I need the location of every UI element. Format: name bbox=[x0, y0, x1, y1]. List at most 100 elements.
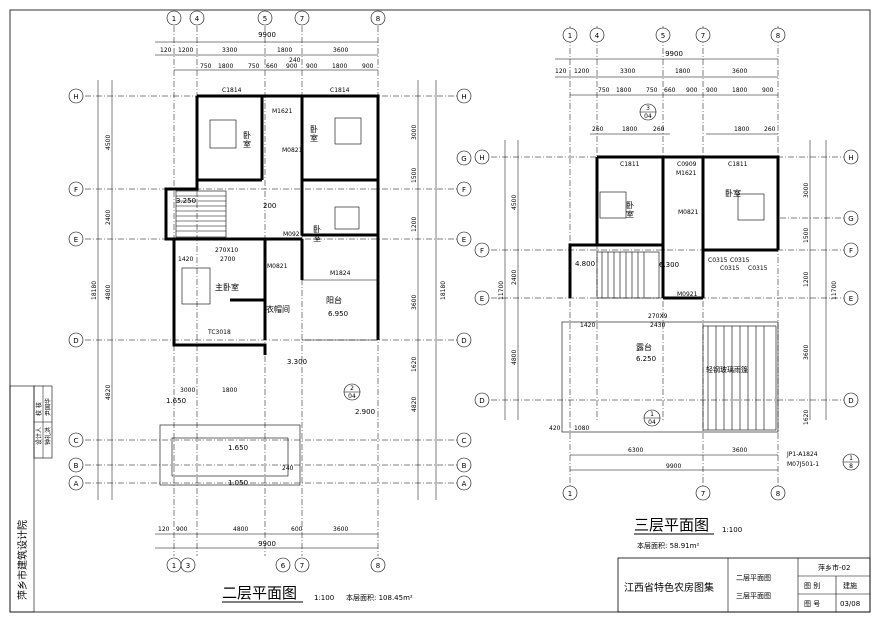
window-label: C1811 bbox=[728, 161, 748, 168]
axis-label: 4 bbox=[595, 32, 600, 40]
axis-label: 8 bbox=[376, 562, 380, 570]
dim: 1500 bbox=[803, 228, 810, 243]
room-balcony: 阳台 bbox=[326, 295, 342, 305]
second-floor-plan: 1 4 5 7 8 1 3 6 7 8 H F bbox=[68, 10, 472, 603]
level-mark: 6.300 bbox=[659, 261, 679, 269]
dim: 1200 bbox=[574, 68, 589, 75]
axis-label: D bbox=[461, 337, 466, 345]
dim: 3300 bbox=[620, 68, 635, 75]
dim: 1800 bbox=[616, 87, 631, 94]
drawing-name-1: 二层平面图 bbox=[736, 574, 771, 582]
number-value: 03/08 bbox=[840, 600, 860, 608]
axis-label: 3 bbox=[186, 562, 190, 570]
plan3-area: 本层面积: 58.91m² bbox=[637, 541, 699, 550]
axis-label: H bbox=[461, 93, 466, 101]
window-label: TC3018 bbox=[207, 329, 231, 336]
dim: 900 bbox=[362, 63, 374, 70]
dim: 260 bbox=[764, 126, 776, 133]
section-mark-num: 2 bbox=[350, 385, 354, 392]
level-mark: 6.250 bbox=[636, 355, 656, 363]
dim-total-right: 11700 bbox=[831, 281, 838, 300]
dim: 4820 bbox=[411, 397, 418, 412]
dim-total-left: 11700 bbox=[498, 281, 505, 300]
room-bedroom-2: 卧室 bbox=[310, 125, 318, 143]
dim: 1500 bbox=[411, 168, 418, 183]
dim: 4800 bbox=[233, 526, 248, 533]
section-mark-sheet: 04 bbox=[348, 393, 356, 400]
dim: 1200 bbox=[178, 47, 193, 54]
drawing-code: 萍乡市-02 bbox=[818, 563, 850, 572]
section-mark-sheet: 04 bbox=[648, 419, 656, 426]
dim: 900 bbox=[686, 87, 698, 94]
door-label: M0921 bbox=[283, 231, 304, 238]
dim: 3600 bbox=[333, 47, 348, 54]
dim: 1800 bbox=[622, 126, 637, 133]
jp-label: JP1-A1824 bbox=[786, 451, 818, 458]
dim: 1200 bbox=[411, 217, 418, 232]
axis-label: E bbox=[74, 236, 78, 244]
room-master-bedroom: 主卧室 bbox=[215, 282, 239, 292]
dim: 600 bbox=[291, 526, 303, 533]
axis-label: 7 bbox=[300, 15, 304, 23]
dim: 1080 bbox=[574, 425, 589, 432]
stair-label: 270X10 bbox=[215, 247, 238, 254]
room-bedroom-3: 卧室 bbox=[313, 225, 321, 243]
dim: 1200 bbox=[803, 272, 810, 287]
dim: 4800 bbox=[105, 285, 112, 300]
level-mark: 200 bbox=[263, 202, 276, 210]
door-label: M1824 bbox=[330, 270, 351, 277]
canopy-label: 轻钢玻璃雨篷 bbox=[706, 365, 748, 374]
dim: 660 bbox=[664, 87, 676, 94]
stair-label: 270X9 bbox=[648, 313, 668, 320]
dim-total-top: 9900 bbox=[665, 50, 683, 58]
plan2-axis-top: 1 4 5 7 8 bbox=[166, 10, 386, 26]
checker-value: 尹国华 bbox=[44, 398, 52, 416]
axis-label: G bbox=[848, 215, 853, 223]
level-mark: 2.900 bbox=[355, 408, 375, 416]
room-bedroom-1: 卧室 bbox=[626, 201, 634, 219]
dim: 4500 bbox=[511, 195, 518, 210]
window-label: C0909 bbox=[677, 161, 697, 168]
dim: 2400 bbox=[105, 210, 112, 225]
level-mark: 6.950 bbox=[328, 310, 348, 318]
level-mark: 1.650 bbox=[228, 444, 248, 452]
axis-label: H bbox=[848, 154, 853, 162]
designer-value: 钟礼洪 bbox=[44, 427, 52, 445]
dim: 900 bbox=[286, 63, 298, 70]
axis-label: 4 bbox=[195, 15, 200, 23]
level-mark: 4.800 bbox=[575, 260, 595, 268]
axis-label: F bbox=[849, 247, 853, 255]
axis-label: 1 bbox=[172, 15, 176, 23]
dim: 120 bbox=[158, 526, 170, 533]
dim: 1800 bbox=[332, 63, 347, 70]
dim: 3600 bbox=[803, 345, 810, 360]
axis-label: 1 bbox=[172, 562, 176, 570]
collection-name: 江西省特色农房图集 bbox=[624, 581, 714, 594]
axis-label: 8 bbox=[776, 32, 780, 40]
dim-total-left: 18180 bbox=[91, 281, 98, 300]
dim: 1620 bbox=[803, 410, 810, 425]
dim: 750 bbox=[598, 87, 610, 94]
axis-label: A bbox=[462, 480, 467, 488]
institute-name: 萍乡市建筑设计院 bbox=[16, 520, 29, 600]
level-mark: 3.250 bbox=[176, 197, 196, 205]
room-bedroom-2: 卧室 bbox=[725, 188, 741, 198]
dim: 1800 bbox=[277, 47, 292, 54]
window-label: C1814 bbox=[330, 87, 350, 94]
third-floor-plan: 1 4 5 7 8 1 7 8 H F E D H G F E D 99 bbox=[474, 26, 860, 550]
axis-label: F bbox=[462, 186, 466, 194]
dim: 4500 bbox=[105, 135, 112, 150]
door-label: M0821 bbox=[282, 147, 303, 154]
detail-mark-num: 3 bbox=[646, 105, 650, 112]
axis-label: H bbox=[479, 154, 484, 162]
plan2-title: 二层平面图 bbox=[222, 584, 297, 602]
door-label: M1621 bbox=[676, 170, 697, 177]
dim: 260 bbox=[592, 126, 604, 133]
dim: 4820 bbox=[105, 385, 112, 400]
axis-label: 1 bbox=[568, 490, 572, 498]
stair bbox=[175, 190, 227, 238]
plan2-axis-right: H G F E D C B A bbox=[456, 88, 472, 491]
dim: 1800 bbox=[222, 387, 237, 394]
